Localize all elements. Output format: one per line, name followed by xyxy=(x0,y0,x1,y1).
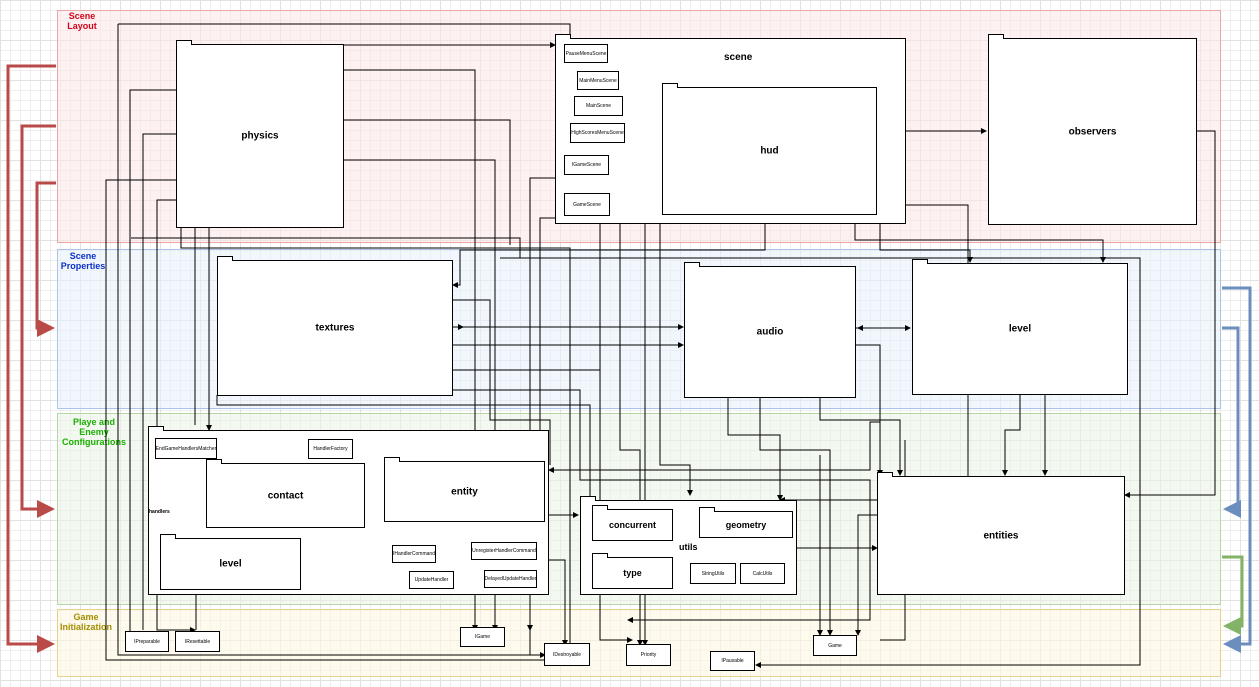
package-contact-title: contact xyxy=(267,490,304,501)
package-geometry[interactable]: geometry xyxy=(699,507,793,538)
package-physics[interactable]: physics xyxy=(176,40,344,228)
class-handler-factory[interactable]: HandlerFactory xyxy=(308,439,353,459)
package-type[interactable]: type xyxy=(592,553,673,589)
class-game-scene[interactable]: GameScene xyxy=(564,193,610,216)
class-unregister-handler-command[interactable]: UnregisterHandlerCommand xyxy=(471,542,537,560)
class-game[interactable]: Game xyxy=(813,635,857,656)
class-main-scene[interactable]: MainScene xyxy=(574,96,623,116)
package-audio-title: audio xyxy=(756,326,784,338)
package-entity-title: entity xyxy=(451,486,478,497)
package-physics-title: physics xyxy=(241,130,279,142)
package-contact[interactable]: contact xyxy=(206,459,365,528)
class-main-menu-scene[interactable]: MainMenuScene xyxy=(577,71,619,90)
package-geometry-title: geometry xyxy=(725,519,767,530)
class-ipausable[interactable]: IPausable xyxy=(710,651,755,671)
package-handlers-level-title: level xyxy=(219,558,242,570)
class-ihandler-command[interactable]: IHandlerCommand xyxy=(392,545,436,563)
class-igame[interactable]: IGame xyxy=(460,627,505,647)
package-concurrent-title: concurrent xyxy=(608,520,656,530)
class-iresettable[interactable]: IResettable xyxy=(175,631,220,652)
package-observers-title: observers xyxy=(1068,126,1117,137)
zone-scene-layout-label: Scene Layout xyxy=(67,11,97,31)
package-audio[interactable]: audio xyxy=(684,262,856,398)
class-ipreparable[interactable]: IPreparable xyxy=(125,631,169,652)
class-high-scores-menu-scene[interactable]: HighScoresMenuScene xyxy=(570,123,625,143)
package-handlers-title: handlers xyxy=(149,509,170,515)
package-level-title: level xyxy=(1008,323,1032,335)
package-textures-title: textures xyxy=(315,322,355,334)
package-hud[interactable]: hud xyxy=(662,83,877,215)
class-end-game-handlers-matcher[interactable]: EndGameHandlersMatcher xyxy=(155,438,217,459)
class-idestroyable[interactable]: IDestroyable xyxy=(544,643,590,666)
class-pause-menu-scene[interactable]: PauseMenuScene xyxy=(564,44,608,63)
package-concurrent[interactable]: concurrent xyxy=(592,505,673,541)
package-entities[interactable]: entities xyxy=(877,472,1125,595)
zone-game-initialization-label: Game Initialization xyxy=(59,612,112,632)
package-utils-title: utils xyxy=(679,542,698,552)
class-update-handler[interactable]: UpdateHandler xyxy=(409,571,454,589)
package-textures[interactable]: textures xyxy=(217,256,453,396)
package-entities-title: entities xyxy=(983,530,1019,541)
package-level[interactable]: level xyxy=(912,259,1128,395)
zone-player-enemy-label: Playe and Enemy Configurations xyxy=(62,417,126,447)
class-calc-utils[interactable]: CalcUtils xyxy=(740,563,785,584)
class-string-utils[interactable]: StringUtils xyxy=(690,563,736,584)
class-priority[interactable]: Priority xyxy=(626,644,671,666)
class-igame-scene[interactable]: IGameScene xyxy=(564,155,609,175)
zone-scene-properties-label: Scene Properties xyxy=(60,251,106,271)
package-observers[interactable]: observers xyxy=(988,34,1197,225)
package-scene-title: scene xyxy=(724,52,753,63)
package-entity[interactable]: entity xyxy=(384,457,545,522)
package-type-title: type xyxy=(623,568,642,578)
package-hud-title: hud xyxy=(760,145,779,157)
package-handlers-level[interactable]: level xyxy=(160,534,301,590)
class-delayed-update-handler[interactable]: DelayedUpdateHandler xyxy=(484,570,537,588)
